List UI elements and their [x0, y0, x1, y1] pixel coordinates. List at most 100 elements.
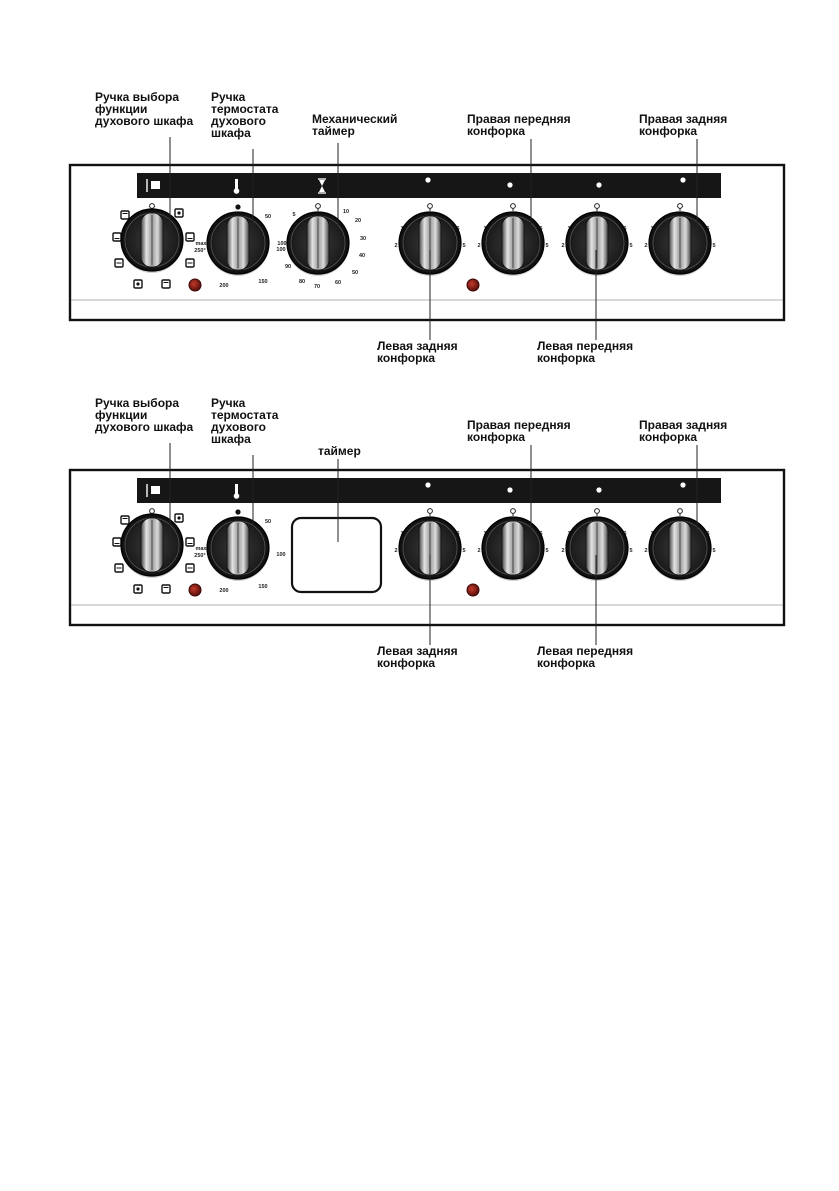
right-front-burner-knob[interactable] — [481, 516, 545, 581]
label-thermostat-knob-line-1: термостата — [211, 408, 279, 422]
oven-thermostat-knob[interactable] — [206, 516, 270, 581]
right-rear-burner-tick-2: 2 — [644, 243, 647, 249]
panel-electronic: max250°501001502001234561234561234561234… — [68, 468, 786, 627]
thermostat-tick-200: 200 — [219, 283, 228, 289]
oven-function-knob[interactable] — [120, 208, 184, 273]
left-rear-burner-tick-2: 2 — [394, 548, 397, 554]
bottom-heat-icon — [114, 258, 124, 268]
label-left-front-burner-line-0: Левая передняя — [537, 644, 633, 658]
left-front-burner-knob[interactable] — [565, 211, 629, 276]
right-front-burner-tick-5: 5 — [545, 548, 548, 554]
right-front-burner-zero-mark — [510, 203, 516, 211]
burner-position-dot-icon — [680, 177, 686, 183]
fan-icon — [174, 513, 184, 523]
defrost-icon — [133, 584, 143, 594]
right-rear-burner-knob[interactable] — [648, 516, 712, 581]
label-thermostat-knob-line-1: термостата — [211, 102, 279, 116]
panel-mechanical: max250°501001502001020304050607080901005… — [68, 163, 786, 322]
function-tick-250: 250° — [194, 248, 205, 254]
thermostat-tick-150: 150 — [258, 584, 267, 590]
thermometer-icon — [233, 179, 240, 194]
right-front-burner-zero-mark — [510, 508, 516, 516]
grill-max-icon — [185, 537, 195, 547]
top-bottom-icon — [185, 563, 195, 573]
label-function-knob-line-2: духового шкафа — [95, 420, 194, 434]
timer-zero-mark — [315, 203, 321, 211]
timer-tick-70: 70 — [314, 284, 320, 290]
label-function-knob-line-1: функции — [95, 102, 147, 116]
timer-tick-80: 80 — [299, 279, 305, 285]
right-rear-burner-zero-mark — [677, 203, 683, 211]
label-function-knob-line-1: функции — [95, 408, 147, 422]
oven-indicator-lamp — [188, 583, 202, 597]
label-right-front-burner-line-0: Правая передняя — [467, 418, 571, 432]
hob-indicator-lamp — [466, 583, 480, 597]
burner-position-dot-icon — [680, 482, 686, 488]
left-rear-burner-tick-2: 2 — [394, 243, 397, 249]
timer-tick-40: 40 — [359, 253, 365, 259]
oven-function-knob[interactable] — [120, 513, 184, 578]
left-rear-burner-tick-5: 5 — [462, 548, 465, 554]
left-front-burner-tick-2: 2 — [561, 548, 564, 554]
label-thermostat-knob-line-3: шкафа — [211, 126, 251, 140]
hourglass-icon — [318, 178, 326, 194]
label-timer-line-0: Механический — [312, 112, 397, 126]
label-thermostat-knob-line-2: духового — [211, 114, 266, 128]
oven-thermostat-knob[interactable] — [206, 211, 270, 276]
burner-position-dot-icon — [596, 182, 602, 188]
top-bottom-icon — [185, 258, 195, 268]
label-right-rear-burner-line-0: Правая задняя — [639, 112, 727, 126]
label-left-front-burner-line-1: конфорка — [537, 351, 595, 365]
left-rear-burner-knob[interactable] — [398, 211, 462, 276]
label-timer-line-1: таймер — [312, 124, 355, 138]
label-function-knob-line-2: духового шкафа — [95, 114, 194, 128]
mechanical-timer-knob[interactable] — [286, 211, 350, 276]
right-front-burner-knob[interactable] — [481, 211, 545, 276]
label-left-front-burner-line-1: конфорка — [537, 656, 595, 670]
thermostat-tick-150: 150 — [258, 279, 267, 285]
label-right-front-burner-line-1: конфорка — [467, 124, 525, 138]
label-thermostat-knob-line-2: духового — [211, 420, 266, 434]
function-tick-max: max — [195, 241, 207, 247]
label-left-rear-burner-line-0: Левая задняя — [377, 339, 458, 353]
label-function-knob-line-0: Ручка выбора — [95, 396, 179, 410]
timer-tick-30: 30 — [360, 236, 366, 242]
label-right-front-burner-line-1: конфорка — [467, 430, 525, 444]
left-rear-burner-tick-5: 5 — [462, 243, 465, 249]
defrost-icon — [133, 279, 143, 289]
right-front-burner-tick-2: 2 — [477, 548, 480, 554]
left-front-burner-tick-2: 2 — [561, 243, 564, 249]
timer-tick-50: 50 — [352, 270, 358, 276]
bottom-heat-icon — [114, 563, 124, 573]
left-front-burner-zero-mark — [594, 203, 600, 211]
top-heat-icon — [112, 232, 122, 242]
right-rear-burner-tick-5: 5 — [712, 243, 715, 249]
label-thermostat-knob-line-0: Ручка — [211, 396, 246, 410]
timer-tick-90: 90 — [285, 264, 291, 270]
grill-max-icon — [185, 232, 195, 242]
right-front-burner-tick-2: 2 — [477, 243, 480, 249]
right-rear-burner-knob[interactable] — [648, 211, 712, 276]
label-left-rear-burner-line-1: конфорка — [377, 351, 435, 365]
electronic-timer-display[interactable] — [290, 516, 383, 594]
label-thermostat-knob-line-0: Ручка — [211, 90, 246, 104]
fan-grill-icon — [120, 515, 130, 525]
oven-indicator-lamp — [188, 278, 202, 292]
right-rear-burner-tick-5: 5 — [712, 548, 715, 554]
thermostat-off-dot-icon — [235, 204, 241, 210]
function-tick-max: max — [195, 546, 207, 552]
symbol-strip — [137, 478, 721, 503]
function-tick-250: 250° — [194, 553, 205, 559]
label-right-rear-burner-line-1: конфорка — [639, 430, 697, 444]
left-rear-burner-zero-mark — [427, 203, 433, 211]
thermostat-tick-100: 100 — [276, 552, 285, 558]
burner-position-dot-icon — [596, 487, 602, 493]
burner-position-dot-icon — [507, 182, 513, 188]
left-front-burner-knob[interactable] — [565, 516, 629, 581]
timer-tick-100: 100 — [277, 241, 286, 247]
symbol-strip — [137, 173, 721, 198]
label-left-rear-burner-line-0: Левая задняя — [377, 644, 458, 658]
oven-symbol-icon — [151, 181, 160, 189]
label-timer-line-0: таймер — [318, 444, 361, 458]
